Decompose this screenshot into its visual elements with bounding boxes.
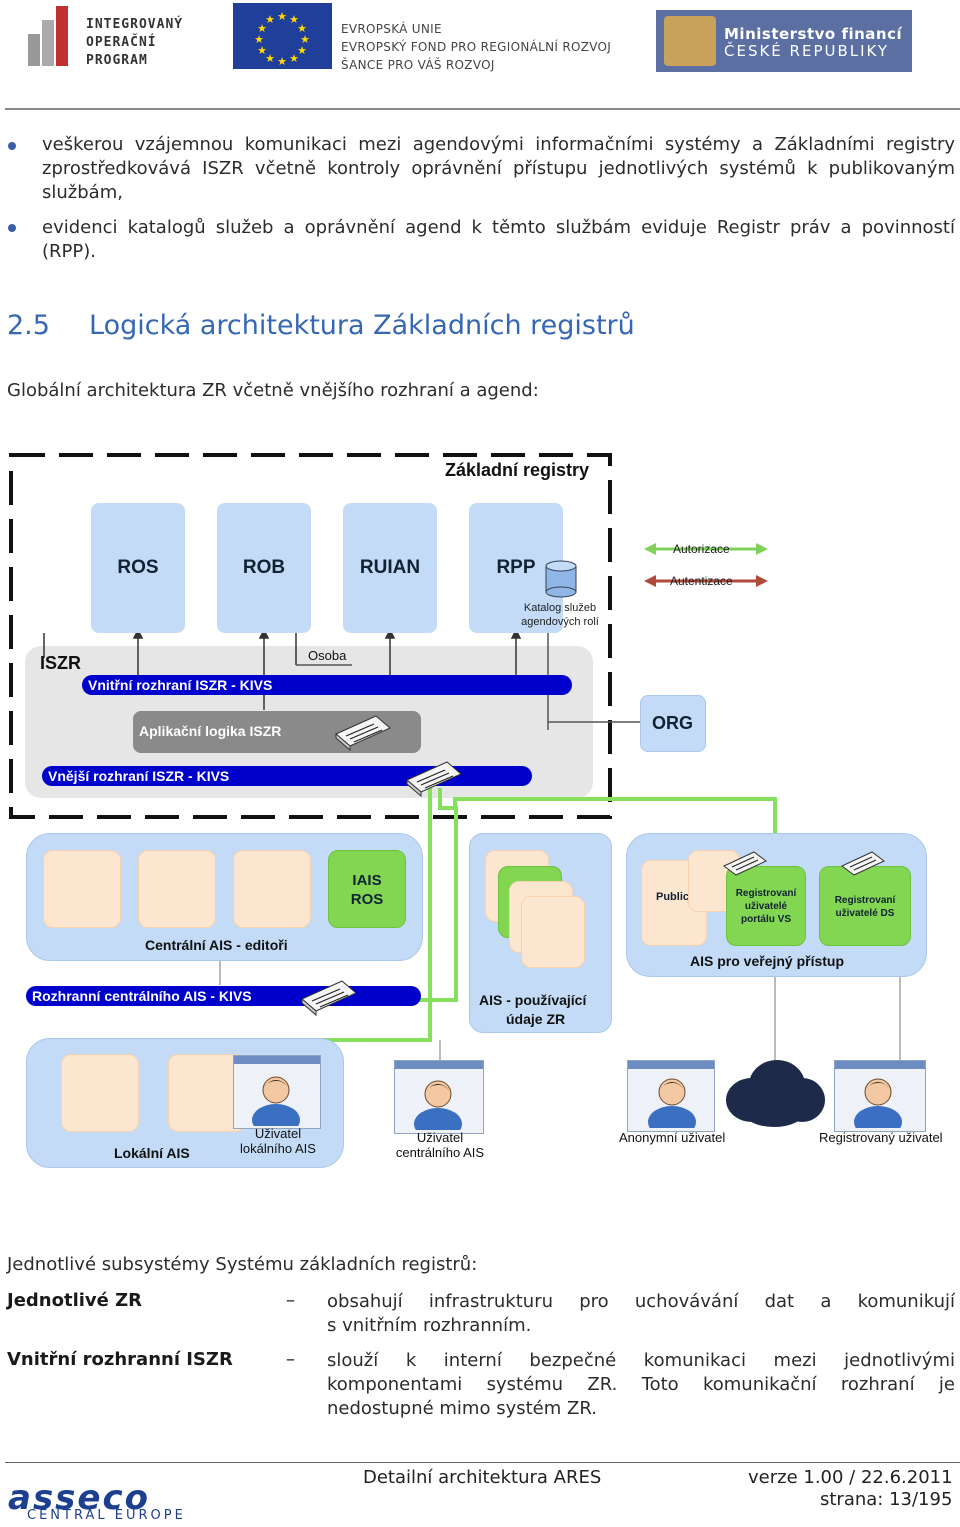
register-rob: ROB xyxy=(217,503,311,633)
eu-flag-icon: ★★★★ ★★★★ ★★★★ xyxy=(233,3,332,69)
footer-doc-title: Detailní architektura ARES xyxy=(363,1467,602,1488)
bullet-icon xyxy=(8,224,16,232)
footer-version: verze 1.00 / 22.6.2011 xyxy=(748,1467,953,1488)
ais-box xyxy=(43,850,121,928)
router-icon xyxy=(723,851,767,876)
user-central-label: Uživatel centrálního AIS xyxy=(395,1130,485,1160)
intro-text: Globální architektura ZR včetně vnějšího… xyxy=(7,380,539,401)
ais-box xyxy=(138,850,216,928)
definition-term: Jednotlivé ZR xyxy=(7,1290,143,1311)
definition-text: slouží k interní bezpečné komunikaci mez… xyxy=(327,1350,955,1419)
mf-logo: Ministerstvo financí ČESKÉ REPUBLIKY xyxy=(656,10,912,72)
definition-dash: – xyxy=(286,1290,295,1311)
iais-ros-box: IAIS ROS xyxy=(328,850,406,928)
central-ais-label: Centrální AIS - editoři xyxy=(145,937,288,953)
database-icon xyxy=(545,560,577,598)
header-divider xyxy=(5,108,960,110)
zr-title: Základní registry xyxy=(445,460,590,480)
iop-line: OPERAČNÍ xyxy=(86,35,157,50)
reg-ds-box: Registrovaní uživatelé DS xyxy=(819,866,911,946)
svg-text:★: ★ xyxy=(297,22,307,35)
register-ros: ROS xyxy=(91,503,185,633)
legend-authentication: Autentizace xyxy=(670,574,733,588)
catalog-label: Katalog služeb agendových rolí xyxy=(521,602,599,628)
svg-text:★: ★ xyxy=(265,13,275,26)
architecture-diagram: Základní registry ROS ROB RUIAN RPP Auto… xyxy=(0,440,960,1180)
local-ais-label: Lokální AIS xyxy=(114,1145,190,1161)
iop-line: INTEGROVANÝ xyxy=(86,17,184,32)
iszr-label: ISZR xyxy=(40,653,82,673)
asseco-logo: asseco xyxy=(8,1478,150,1518)
router-icon xyxy=(335,715,391,752)
ais-box xyxy=(61,1054,139,1132)
asseco-sub: CENTRAL EUROPE xyxy=(27,1508,186,1523)
svg-text:★: ★ xyxy=(257,22,267,35)
org-box: ORG xyxy=(640,695,706,752)
svg-text:★: ★ xyxy=(254,33,264,46)
user-icon xyxy=(854,1078,902,1128)
legend-authorization: Autorizace xyxy=(673,542,730,556)
definition-term: Vnitřní rozhranní ISZR xyxy=(7,1349,233,1370)
bullet-text: evidenci katalogů služeb a oprávnění age… xyxy=(42,217,955,262)
router-icon xyxy=(406,761,462,798)
user-icon xyxy=(414,1080,462,1130)
router-icon xyxy=(841,851,885,876)
ais-box xyxy=(521,896,585,968)
svg-text:★: ★ xyxy=(277,55,287,68)
user-icon xyxy=(252,1076,300,1126)
internet-cloud-icon xyxy=(726,1060,825,1127)
bullet-text: veškerou vzájemnou komunikaci mezi agend… xyxy=(42,134,955,203)
reg-portal-box: Registrovaní uživatelé portálu VS xyxy=(726,866,806,946)
svg-text:★: ★ xyxy=(289,13,299,26)
user-local-label: Uživatel lokálního AIS xyxy=(240,1126,316,1156)
svg-text:★: ★ xyxy=(265,52,275,65)
coat-of-arms-icon xyxy=(664,16,716,66)
footer-divider xyxy=(5,1462,960,1463)
iop-line: PROGRAM xyxy=(86,53,148,68)
svg-text:★: ★ xyxy=(289,52,299,65)
ais-using-label: AIS - používající údaje ZR xyxy=(479,992,587,1027)
svg-text:★: ★ xyxy=(297,44,307,57)
osoba-label: Osoba xyxy=(308,648,347,663)
user-icon xyxy=(648,1078,696,1128)
ais-box xyxy=(233,850,311,928)
router-icon xyxy=(301,980,357,1017)
definition-dash: – xyxy=(286,1349,295,1370)
iop-logo: INTEGROVANÝ OPERAČNÍ PROGRAM xyxy=(28,2,208,72)
svg-text:★: ★ xyxy=(257,44,267,57)
central-interface-bar: Rozhranní centrálního AIS - KIVS xyxy=(26,986,421,1006)
register-ruian: RUIAN xyxy=(343,503,437,633)
user-reg-label: Registrovaný uživatel xyxy=(819,1130,943,1145)
eu-text: EVROPSKÁ UNIE EVROPSKÝ FOND PRO REGIONÁL… xyxy=(341,22,612,72)
bullet-icon xyxy=(8,142,16,150)
ais-public-label: AIS pro veřejný přístup xyxy=(690,953,845,969)
svg-text:★: ★ xyxy=(300,33,310,46)
user-anon-label: Anonymní uživatel xyxy=(619,1130,726,1145)
subsystems-intro: Jednotlivé subsystémy Systému základních… xyxy=(7,1254,478,1275)
inner-interface-bar: Vnitřní rozhraní ISZR - KIVS xyxy=(82,675,572,695)
definition-text: obsahují infrastrukturu pro uchovávání d… xyxy=(327,1291,955,1336)
svg-text:★: ★ xyxy=(277,10,287,23)
footer-page: strana: 13/195 xyxy=(820,1489,953,1510)
